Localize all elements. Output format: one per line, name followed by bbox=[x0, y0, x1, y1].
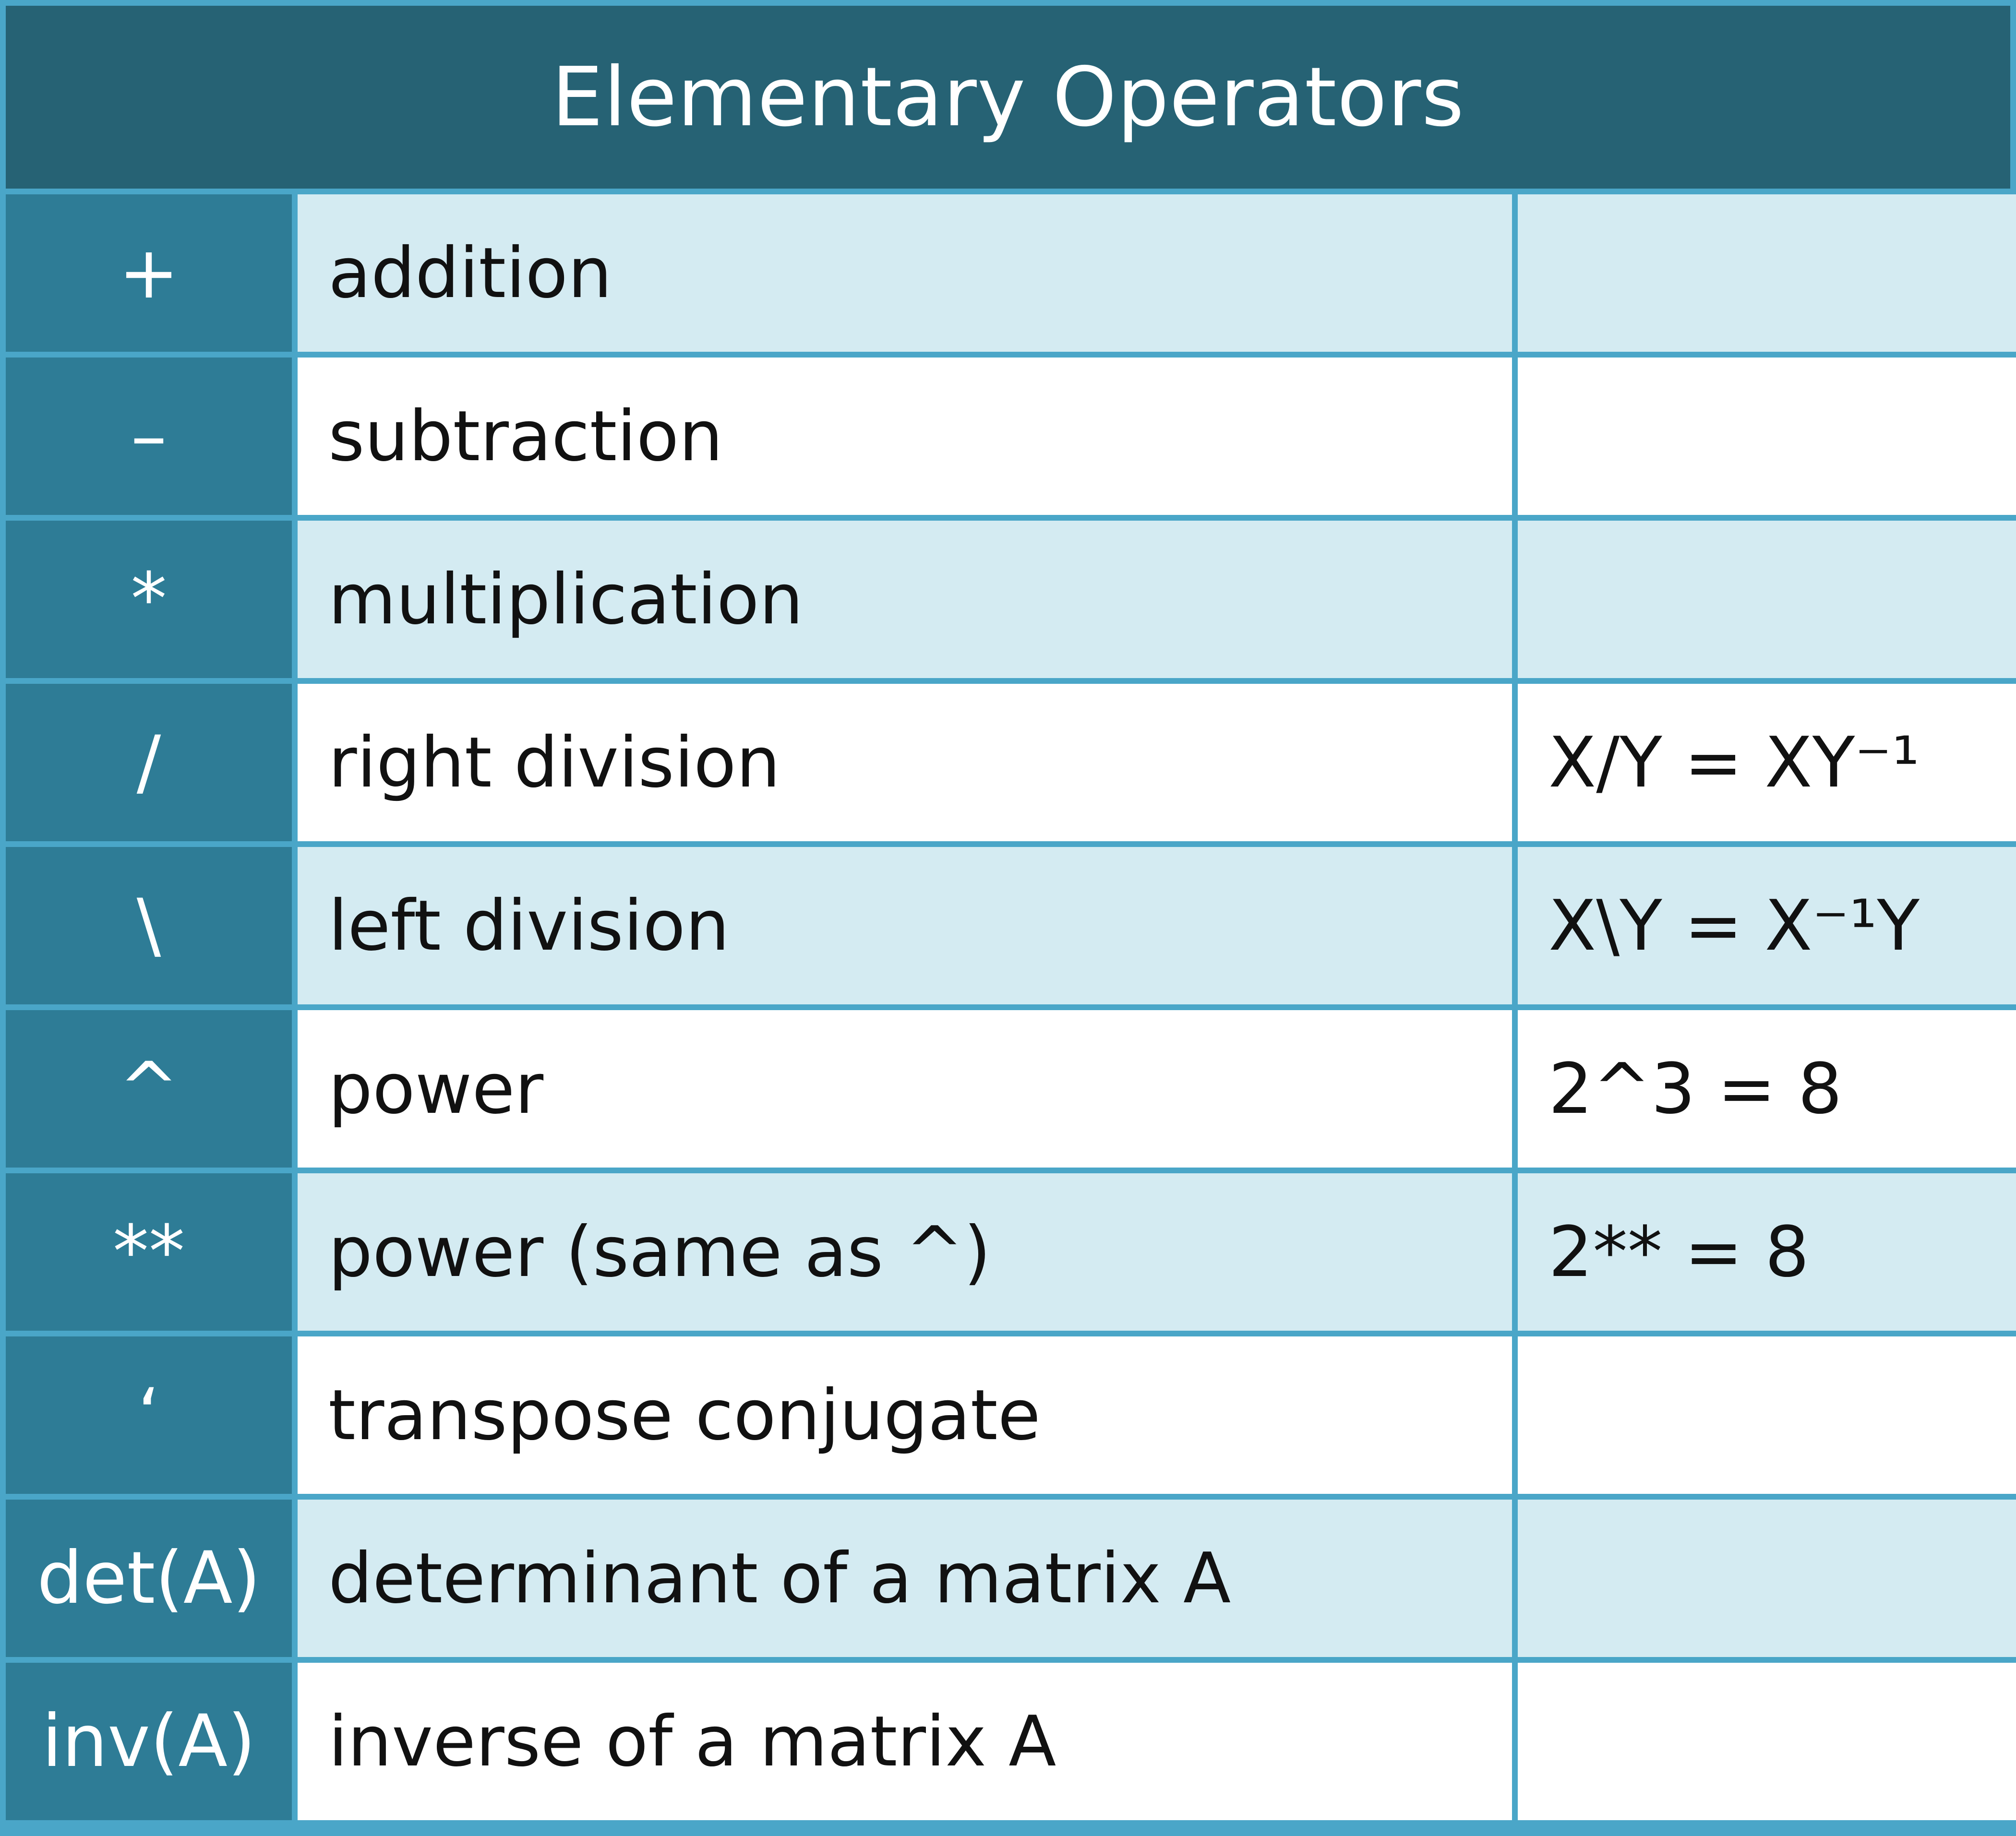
operator-cell: + bbox=[6, 194, 292, 352]
description-cell: addition bbox=[298, 194, 1512, 352]
operator-cell: ^ bbox=[6, 1010, 292, 1168]
description-cell: left division bbox=[298, 847, 1512, 1004]
description-cell: subtraction bbox=[298, 358, 1512, 515]
example-cell bbox=[1518, 194, 2016, 352]
description-cell: power (same as ^) bbox=[298, 1173, 1512, 1331]
example-cell bbox=[1518, 1663, 2016, 1820]
operators-table: + addition – subtraction * multiplicatio… bbox=[6, 194, 2016, 1820]
example-cell bbox=[1518, 1500, 2016, 1657]
example-cell: 2** = 8 bbox=[1518, 1173, 2016, 1331]
operator-cell: inv(A) bbox=[6, 1663, 292, 1820]
example-cell: X\Y = X⁻¹Y bbox=[1518, 847, 2016, 1004]
description-cell: right division bbox=[298, 684, 1512, 841]
description-cell: transpose conjugate bbox=[298, 1336, 1512, 1494]
operator-cell: – bbox=[6, 358, 292, 515]
description-cell: determinant of a matrix A bbox=[298, 1500, 1512, 1657]
example-cell: X/Y = XY⁻¹ bbox=[1518, 684, 2016, 841]
description-cell: power bbox=[298, 1010, 1512, 1168]
operator-cell: det(A) bbox=[6, 1500, 292, 1657]
example-cell: 2^3 = 8 bbox=[1518, 1010, 2016, 1168]
operator-cell: / bbox=[6, 684, 292, 841]
description-cell: multiplication bbox=[298, 521, 1512, 678]
description-cell: inverse of a matrix A bbox=[298, 1663, 1512, 1820]
example-cell bbox=[1518, 358, 2016, 515]
table-title: Elementary Operators bbox=[6, 6, 2010, 189]
operator-cell: ‘ bbox=[6, 1336, 292, 1494]
example-cell bbox=[1518, 521, 2016, 678]
example-cell bbox=[1518, 1336, 2016, 1494]
operator-cell: ** bbox=[6, 1173, 292, 1331]
operator-cell: * bbox=[6, 521, 292, 678]
operator-cell: \ bbox=[6, 847, 292, 1004]
